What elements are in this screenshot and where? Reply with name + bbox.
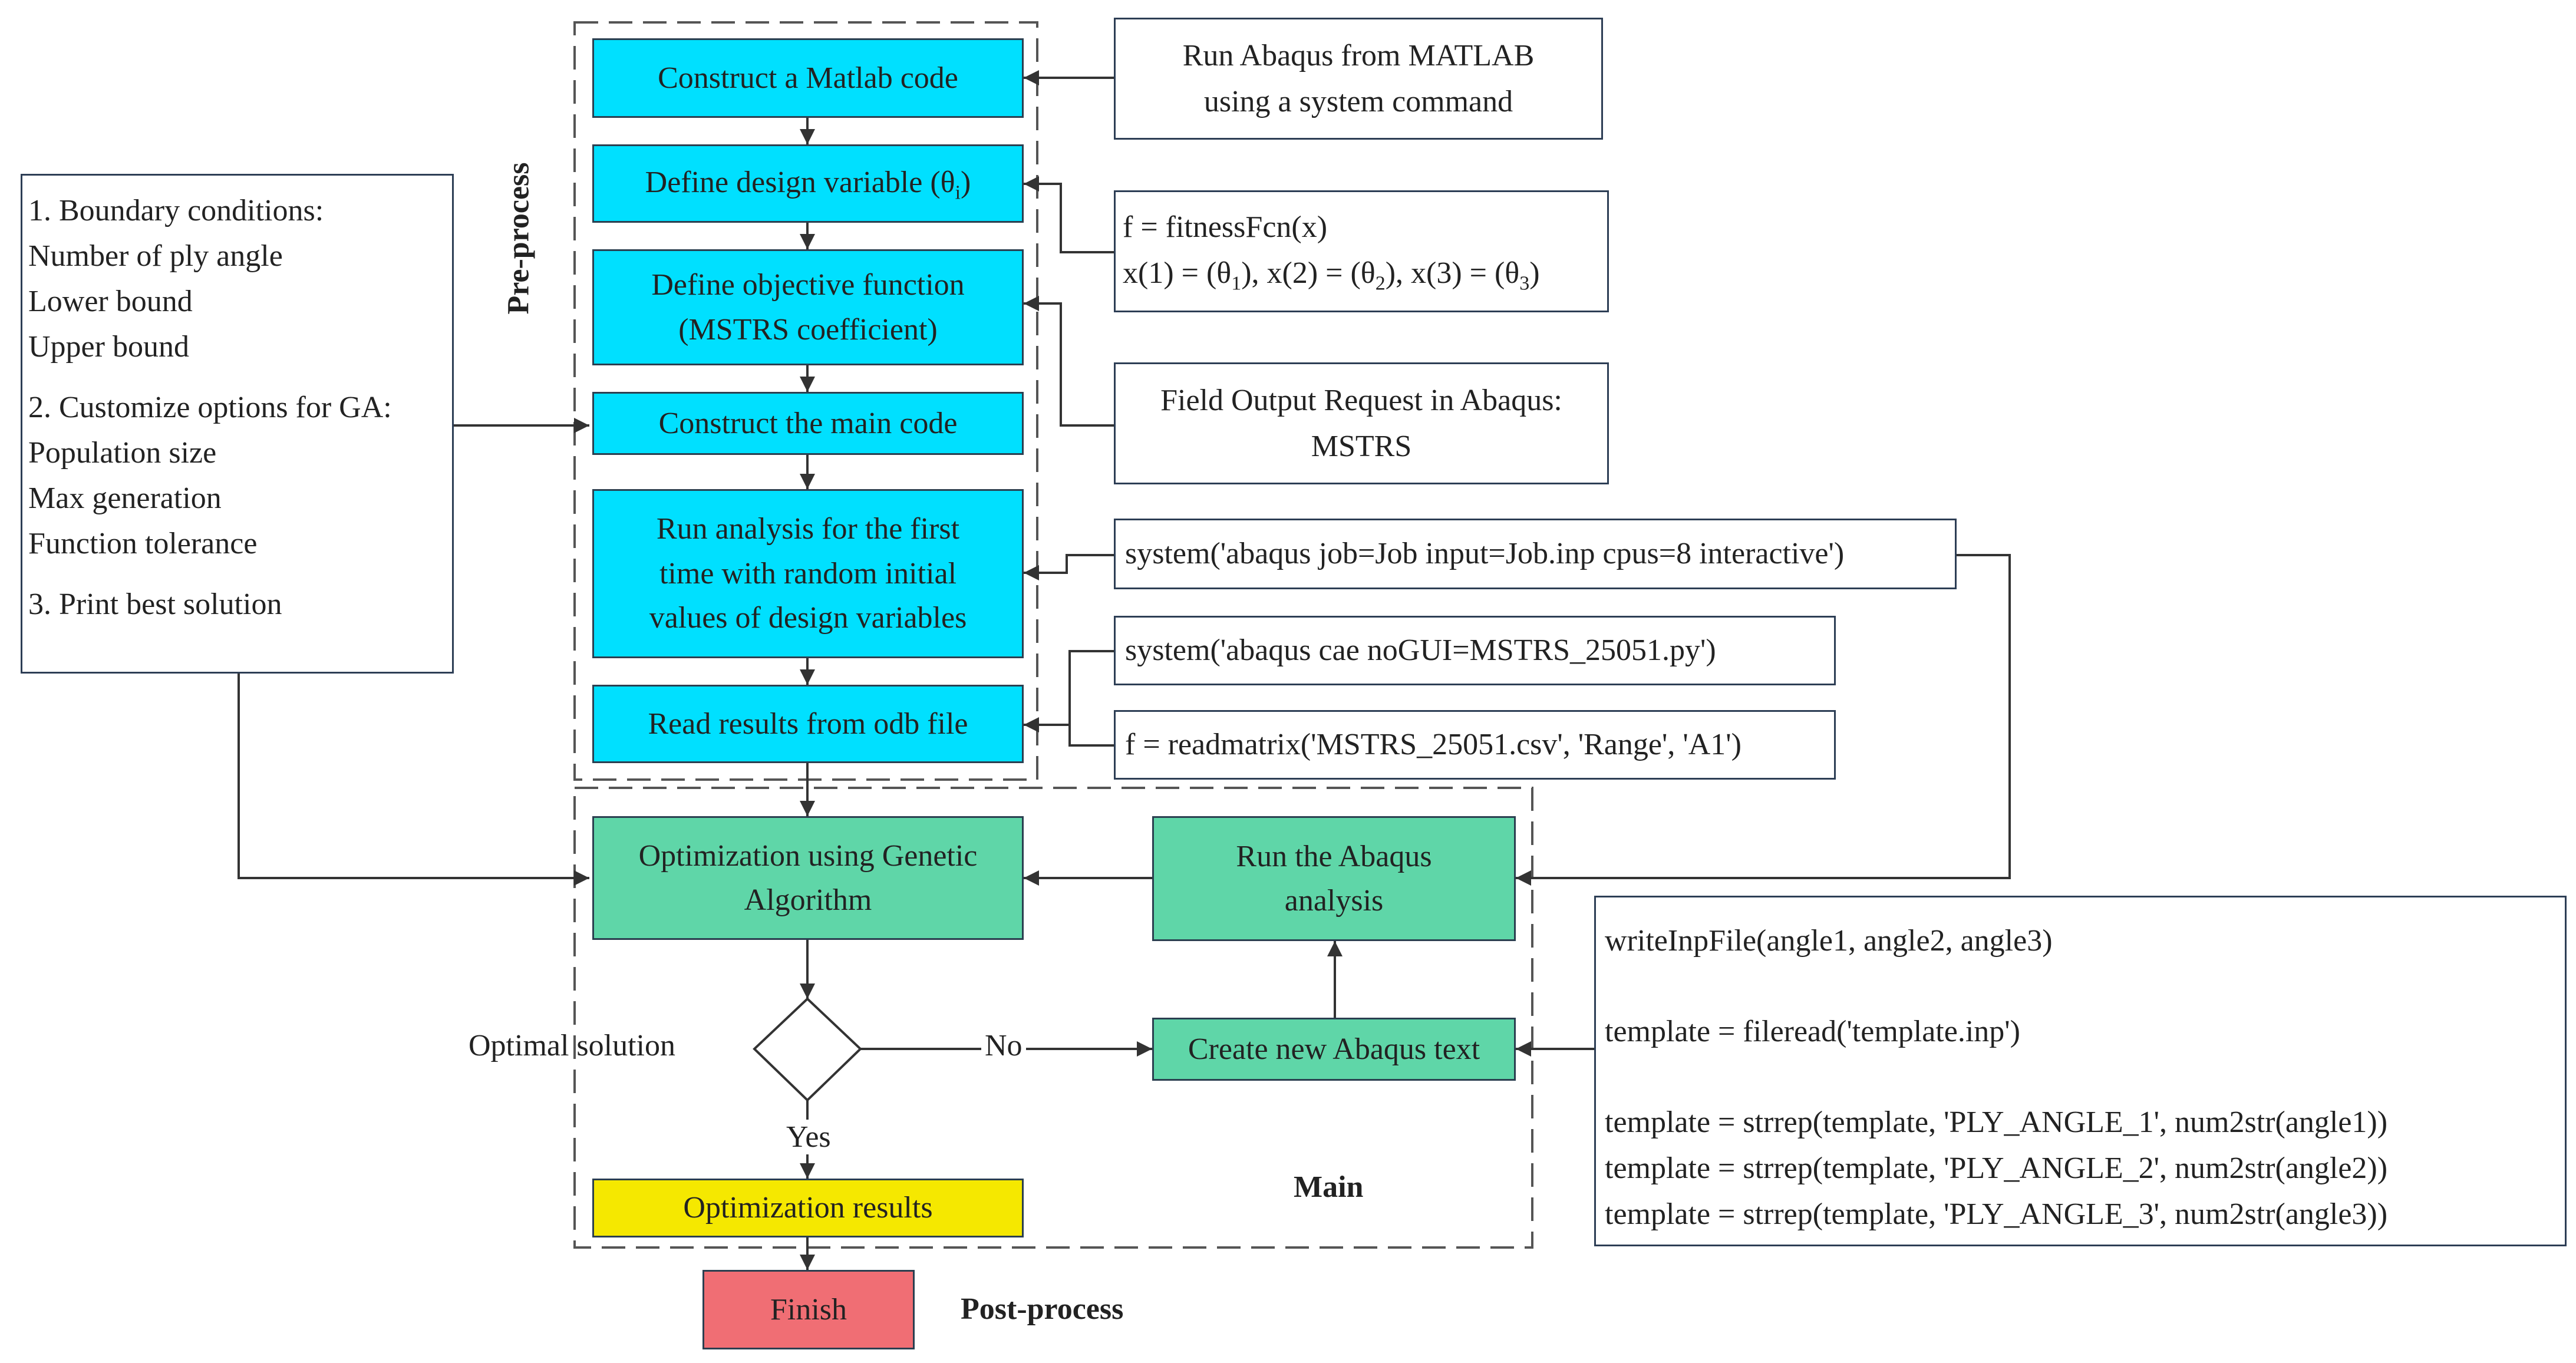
define-objective-line1: Define objective function	[651, 268, 965, 302]
pre-process-label: Pre-process	[502, 162, 536, 315]
system-job-note: system('abaqus job=Job input=Job.inp cpu…	[1114, 519, 1957, 589]
finish-box: Finish	[702, 1270, 915, 1349]
optimization-ga-line1: Optimization using Genetic	[638, 839, 978, 873]
post-process-label: Post-process	[961, 1292, 1124, 1326]
construct-main-code-text: Construct the main code	[658, 406, 958, 440]
decision-yes-label: Yes	[783, 1120, 835, 1154]
run-analysis-line3: values of design variables	[649, 601, 967, 635]
decision-no-label: No	[981, 1028, 1026, 1063]
ga-settings-item: 3. Print best solution	[28, 587, 282, 621]
code-line: template = strrep(template, 'PLY_ANGLE_3…	[1605, 1197, 2388, 1231]
define-objective-line2: (MSTRS coefficient)	[678, 312, 938, 346]
main-frame	[573, 787, 1533, 1249]
run-abaqus-line2: analysis	[1284, 884, 1384, 918]
run-analysis-box: Run analysis for the first time with ran…	[592, 489, 1024, 658]
run-abaqus-box: Run the Abaqus analysis	[1152, 816, 1516, 941]
ga-settings-item: Lower bound	[28, 284, 193, 318]
ga-settings-item: Upper bound	[28, 329, 189, 364]
field-output-line2: MSTRS	[1311, 429, 1412, 463]
arrow-system-job-loop	[1516, 554, 2011, 886]
define-objective-box: Define objective function (MSTRS coeffic…	[592, 249, 1024, 365]
template-code-panel: writeInpFile(angle1, angle2, angle3) tem…	[1594, 896, 2567, 1246]
decision-label: Optimal solution	[469, 1029, 675, 1062]
code-line: template = strrep(template, 'PLY_ANGLE_1…	[1605, 1105, 2388, 1139]
read-results-box: Read results from odb file	[592, 685, 1024, 763]
readmatrix-text: f = readmatrix('MSTRS_25051.csv', 'Range…	[1125, 728, 1741, 761]
run-abaqus-matlab-line2: using a system command	[1203, 84, 1513, 118]
field-output-note: Field Output Request in Abaqus: MSTRS	[1114, 362, 1609, 484]
main-label: Main	[1294, 1170, 1364, 1204]
code-line: template = strrep(template, 'PLY_ANGLE_2…	[1605, 1151, 2388, 1185]
code-line: writeInpFile(angle1, angle2, angle3)	[1605, 924, 2053, 958]
arrow-note-fitness	[1024, 176, 1114, 253]
ga-settings-item: 2. Customize options for GA:	[28, 390, 392, 424]
field-output-line1: Field Output Request in Abaqus:	[1160, 383, 1562, 417]
run-analysis-line2: time with random initial	[659, 556, 957, 590]
arrow-note-system-cae	[1068, 650, 1114, 747]
run-abaqus-matlab-note: Run Abaqus from MATLAB using a system co…	[1114, 18, 1603, 140]
fitness-line1: f = fitnessFcn(x)	[1123, 210, 1328, 244]
run-abaqus-line1: Run the Abaqus	[1236, 839, 1432, 873]
decision-diamond	[753, 997, 862, 1102]
ga-settings-item: Population size	[28, 435, 217, 470]
fitness-line2: x(1) = (θ1), x(2) = (θ2), x(3) = (θ3)	[1123, 256, 1540, 295]
arrow-left-to-ga	[238, 674, 589, 886]
optimization-ga-box: Optimization using Genetic Algorithm	[592, 816, 1024, 940]
ga-settings-item: Function tolerance	[28, 526, 258, 560]
create-abaqus-text: Create new Abaqus text	[1188, 1032, 1480, 1066]
readmatrix-note: f = readmatrix('MSTRS_25051.csv', 'Range…	[1114, 710, 1836, 780]
finish-text: Finish	[770, 1292, 847, 1326]
optimization-ga-line2: Algorithm	[744, 883, 872, 917]
system-cae-note: system('abaqus cae noGUI=MSTRS_25051.py'…	[1114, 616, 1836, 685]
construct-matlab-box: Construct a Matlab code	[592, 38, 1024, 118]
optimization-results-box: Optimization results	[592, 1179, 1024, 1237]
pre-process-frame	[573, 21, 1038, 781]
ga-settings-item: Number of ply angle	[28, 239, 283, 273]
system-cae-text: system('abaqus cae noGUI=MSTRS_25051.py'…	[1125, 633, 1716, 667]
ga-settings-item: Max generation	[28, 481, 222, 515]
ga-settings-item: 1. Boundary conditions:	[28, 194, 324, 227]
read-results-text: Read results from odb file	[648, 707, 968, 741]
code-line: template = fileread('template.inp')	[1605, 1015, 2020, 1048]
arrow-note-system-job	[1024, 554, 1114, 580]
define-design-variable-text: Define design variable (θi)	[645, 165, 971, 204]
define-design-variable-box: Define design variable (θi)	[592, 144, 1024, 223]
create-abaqus-text-box: Create new Abaqus text	[1152, 1018, 1516, 1081]
ga-settings-panel: 1. Boundary conditions: Number of ply an…	[21, 174, 454, 674]
arrow-note-field	[1024, 296, 1114, 427]
optimization-results-text: Optimization results	[683, 1191, 933, 1225]
run-analysis-line1: Run analysis for the first	[656, 512, 960, 546]
construct-main-code-box: Construct the main code	[592, 392, 1024, 455]
fitness-note: f = fitnessFcn(x) x(1) = (θ1), x(2) = (θ…	[1114, 190, 1609, 312]
construct-matlab-text: Construct a Matlab code	[658, 61, 958, 95]
run-abaqus-matlab-line1: Run Abaqus from MATLAB	[1182, 38, 1535, 72]
system-job-text: system('abaqus job=Job input=Job.inp cpu…	[1125, 537, 1845, 570]
